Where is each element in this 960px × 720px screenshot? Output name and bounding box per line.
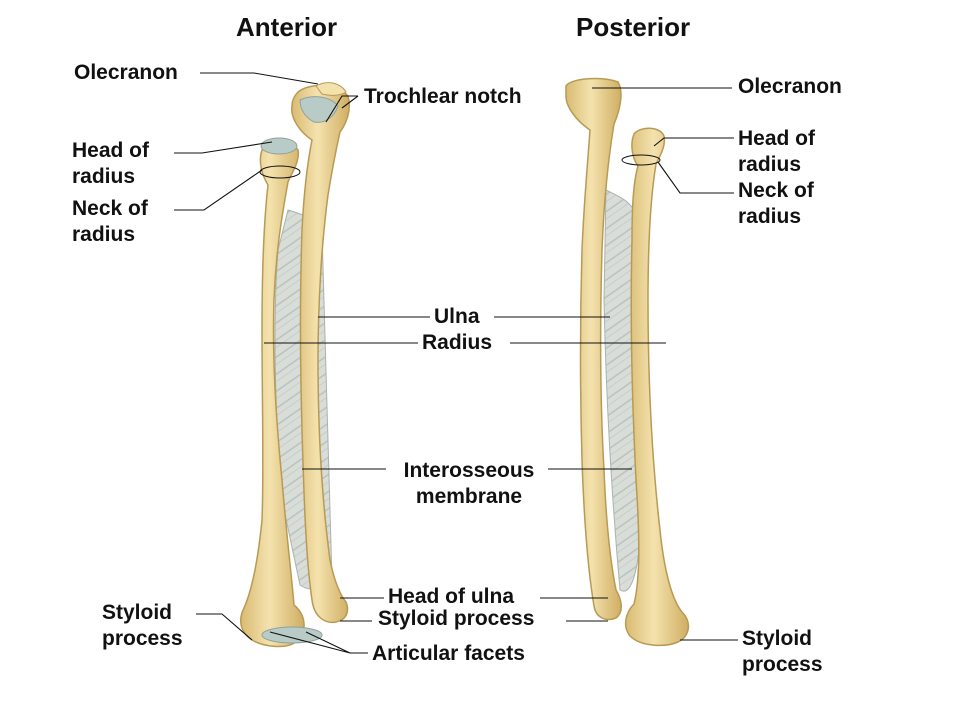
label-head-of-radius-anterior: Head of radius xyxy=(72,138,149,190)
leader-head-of-radius-anterior xyxy=(174,142,272,153)
label-line-1: Neck of xyxy=(738,178,814,204)
title-posterior: Posterior xyxy=(576,12,690,43)
label-line-2: radius xyxy=(72,164,149,190)
label-styloid-process-anterior: Styloid process xyxy=(102,600,183,652)
label-line-2: radius xyxy=(738,152,815,178)
label-interosseous-membrane: Interosseous membrane xyxy=(384,458,554,510)
label-line-2: radius xyxy=(72,222,148,248)
label-line-1: Neck of xyxy=(72,196,148,222)
leader-olecranon-anterior xyxy=(200,73,318,84)
label-line-1: Styloid xyxy=(742,626,823,652)
label-line-1: Head of xyxy=(72,138,149,164)
label-trochlear-notch: Trochlear notch xyxy=(364,84,522,110)
label-line-2: radius xyxy=(738,204,814,230)
label-articular-facets: Articular facets xyxy=(372,641,525,667)
label-neck-of-radius-posterior: Neck of radius xyxy=(738,178,814,230)
anterior-view xyxy=(241,83,350,647)
label-line-2: process xyxy=(742,652,823,678)
label-styloid-process-center: Styloid process xyxy=(378,606,534,632)
label-olecranon-posterior: Olecranon xyxy=(738,74,842,100)
leader-neck-of-radius-posterior xyxy=(658,162,734,193)
label-ulna: Ulna xyxy=(434,304,480,330)
label-styloid-process-posterior: Styloid process xyxy=(742,626,823,678)
label-neck-of-radius-anterior: Neck of radius xyxy=(72,196,148,248)
label-line-2: process xyxy=(102,626,183,652)
posterior-view xyxy=(566,79,688,646)
leader-neck-of-radius-anterior xyxy=(174,170,262,210)
label-line-1: Head of xyxy=(738,126,815,152)
label-line-2: membrane xyxy=(384,484,554,510)
label-radius: Radius xyxy=(422,330,492,356)
label-line-1: Interosseous xyxy=(384,458,554,484)
leader-head-of-radius-posterior xyxy=(654,138,734,146)
label-olecranon-anterior: Olecranon xyxy=(74,60,178,86)
label-head-of-radius-posterior: Head of radius xyxy=(738,126,815,178)
anterior-radius-head-cartilage xyxy=(261,138,297,154)
title-anterior: Anterior xyxy=(236,12,337,43)
label-line-1: Styloid xyxy=(102,600,183,626)
